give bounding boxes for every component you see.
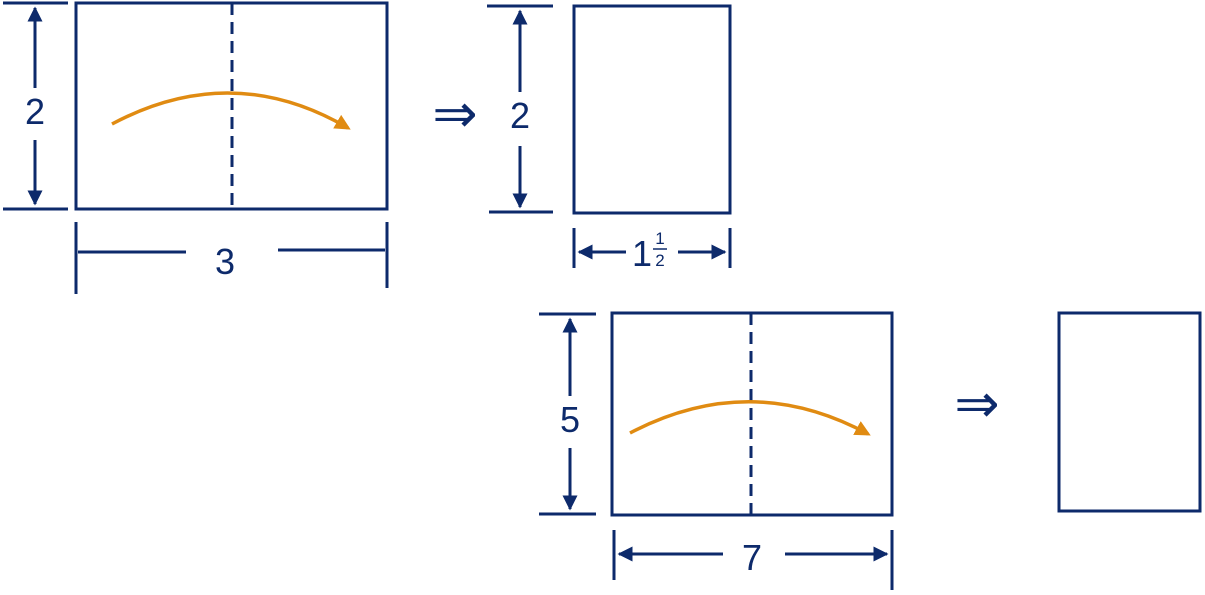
- example-height-dimension: 2: [3, 1, 68, 211]
- problem-height-label: 5: [560, 399, 580, 440]
- example-result-width-dimension: 1 1 2: [572, 228, 732, 274]
- implies-arrow-top: ⇒: [432, 84, 477, 144]
- problem-fold-direction-arrow: [629, 400, 871, 436]
- problem-width-dimension: 7: [612, 530, 894, 590]
- problem-original-sheet: [610, 311, 894, 517]
- example-folded-sheet: [572, 4, 732, 215]
- problem-folded-sheet: [1057, 311, 1202, 513]
- example-result-height-dimension: 2: [487, 4, 553, 214]
- problem-height-dimension: 5: [539, 312, 596, 516]
- example-original-sheet: [74, 1, 389, 211]
- example-result-width-numerator: 1: [655, 229, 664, 248]
- example-result-width-denominator: 2: [655, 251, 664, 270]
- example-height-label: 2: [25, 91, 45, 132]
- problem-folded-rectangle: [1057, 311, 1202, 513]
- example-result-height-label: 2: [510, 95, 530, 136]
- example-width-dimension: 3: [74, 222, 389, 294]
- example-folded-rectangle: [572, 4, 732, 215]
- example-fold-direction-arrow: [111, 91, 351, 130]
- problem-width-label: 7: [742, 537, 762, 578]
- example-result-width-whole: 1: [632, 233, 652, 274]
- implies-arrow-bottom: ⇒: [954, 374, 999, 434]
- example-width-label: 3: [215, 241, 235, 282]
